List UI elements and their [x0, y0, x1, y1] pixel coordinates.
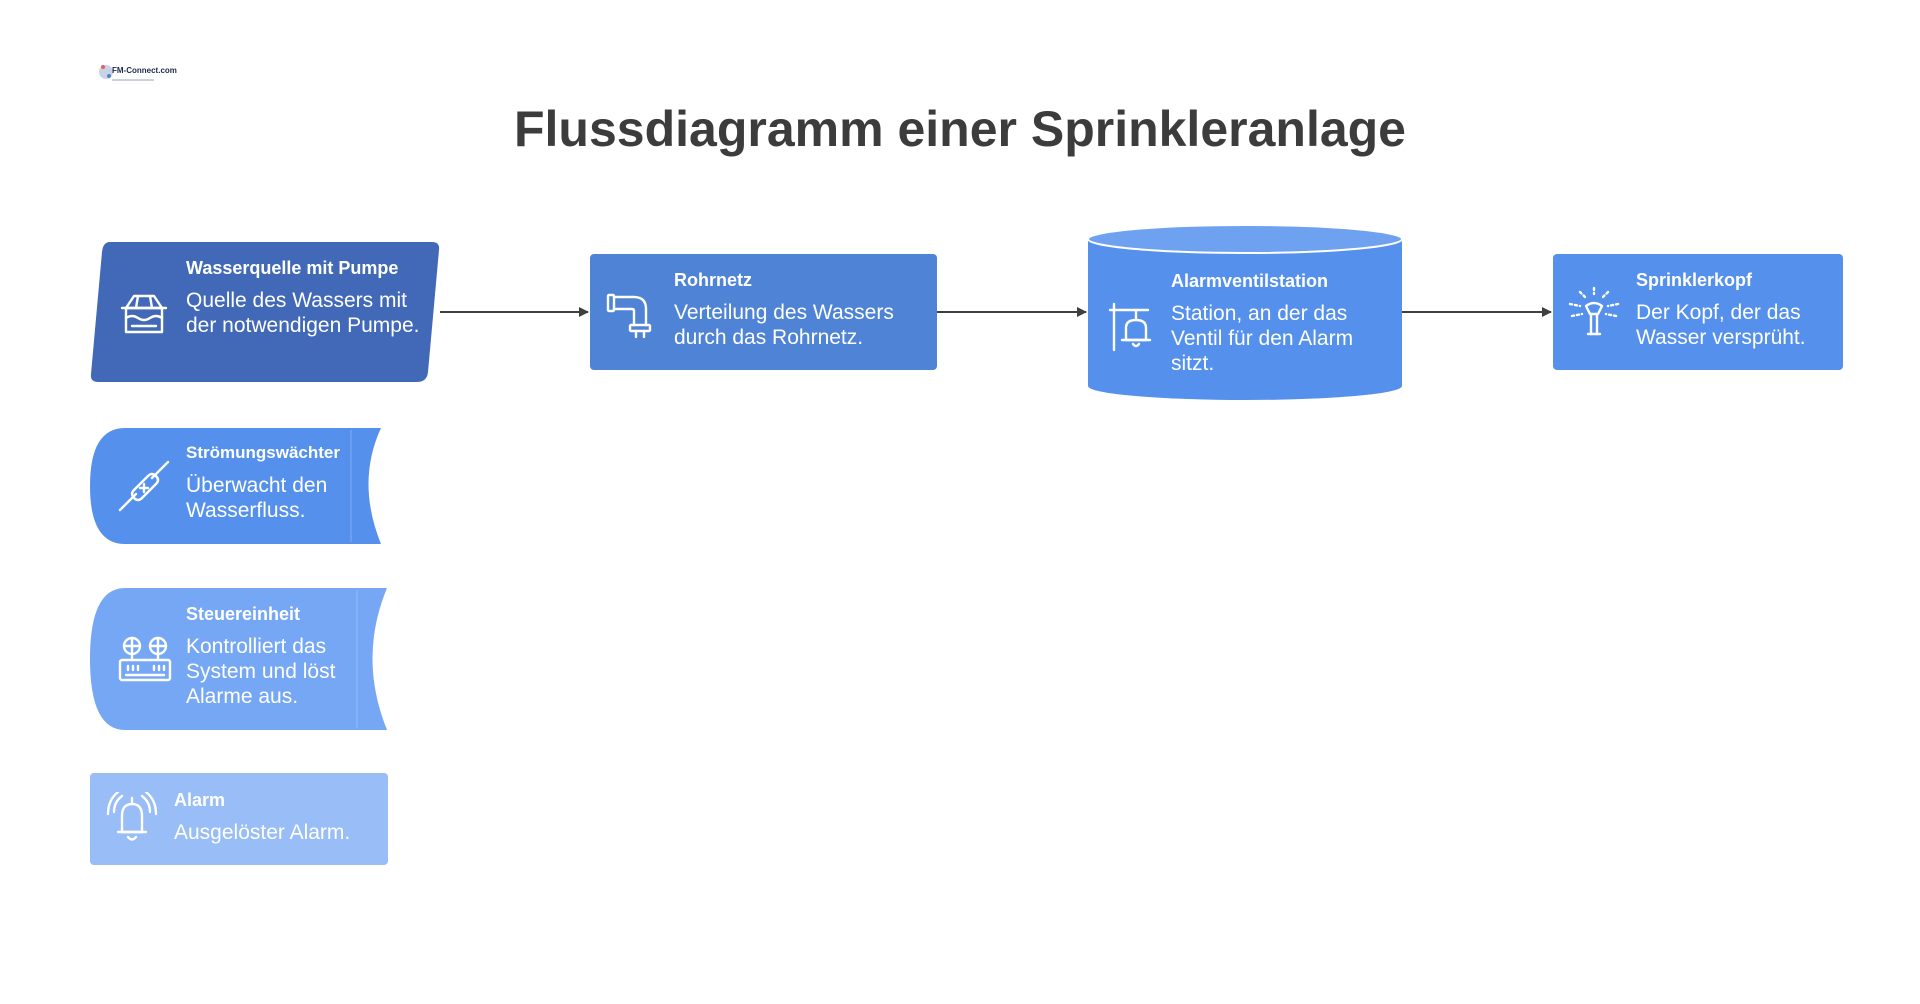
flow-switch-icon — [118, 460, 170, 517]
node-stroemungswaechter-text: Strömungswächter Überwacht den Wasserflu… — [186, 441, 361, 523]
node-stroemungswaechter-title: Strömungswächter — [186, 443, 340, 462]
node-wasserquelle-desc: Quelle des Wassers mit der notwendigen P… — [186, 289, 420, 337]
node-steuereinheit-title: Steuereinheit — [186, 604, 301, 624]
node-alarmventilstation-shape[interactable] — [1088, 225, 1402, 400]
node-sprinklerkopf-desc: Der Kopf, der das Wasser versprüht. — [1636, 301, 1806, 349]
node-rohrnetz-text: Rohrnetz Verteilung des Wassers durch da… — [674, 268, 924, 350]
node-sprinklerkopf-shape[interactable] — [1553, 254, 1843, 370]
logo-mark-icon — [99, 65, 154, 81]
control-panel-icon — [118, 634, 172, 691]
node-alarmventilstation-top — [1087, 224, 1403, 254]
node-alarmventilstation-text: Alarmventilstation Station, an der das V… — [1171, 269, 1391, 376]
node-steuereinheit-shape[interactable] — [90, 588, 387, 730]
pipe-icon — [606, 287, 658, 344]
node-steuereinheit-desc: Kontrolliert das System und löst Alarme … — [186, 635, 336, 708]
node-alarmventilstation-desc: Station, an der das Ventil für den Alarm… — [1171, 302, 1354, 375]
node-alarm-desc: Ausgelöster Alarm. — [174, 821, 351, 844]
node-wasserquelle-text: Wasserquelle mit Pumpe Quelle des Wasser… — [186, 256, 426, 338]
node-wasserquelle-title: Wasserquelle mit Pumpe — [186, 258, 399, 278]
node-alarm-text: Alarm Ausgelöster Alarm. — [174, 788, 379, 845]
sprinkler-icon — [1568, 286, 1620, 345]
page-title: Flussdiagramm einer Sprinkleranlage — [514, 101, 1406, 157]
node-alarm-title: Alarm — [174, 790, 226, 810]
alarm-valve-icon — [1108, 300, 1154, 357]
logo: FM-Connect.com — [98, 58, 177, 86]
node-rohrnetz-shape[interactable] — [590, 254, 937, 370]
logo-text: FM-Connect.com — [112, 66, 177, 75]
node-rohrnetz-title: Rohrnetz — [674, 270, 752, 290]
node-alarm-shape[interactable] — [90, 773, 388, 865]
node-alarmventilstation-title: Alarmventilstation — [1171, 271, 1329, 291]
node-stroemungswaechter-desc: Überwacht den Wasserfluss. — [186, 474, 328, 522]
node-wasserquelle-shape[interactable] — [90, 242, 440, 382]
node-steuereinheit-text: Steuereinheit Kontrolliert das System un… — [186, 602, 361, 709]
bell-alarm-icon — [104, 790, 160, 851]
water-pump-icon — [118, 288, 170, 343]
node-stroemungswaechter-shape[interactable] — [90, 428, 381, 544]
node-sprinklerkopf-text: Sprinklerkopf Der Kopf, der das Wasser v… — [1636, 268, 1836, 350]
node-sprinklerkopf-title: Sprinklerkopf — [1636, 270, 1753, 290]
node-rohrnetz-desc: Verteilung des Wassers durch das Rohrnet… — [674, 301, 894, 349]
